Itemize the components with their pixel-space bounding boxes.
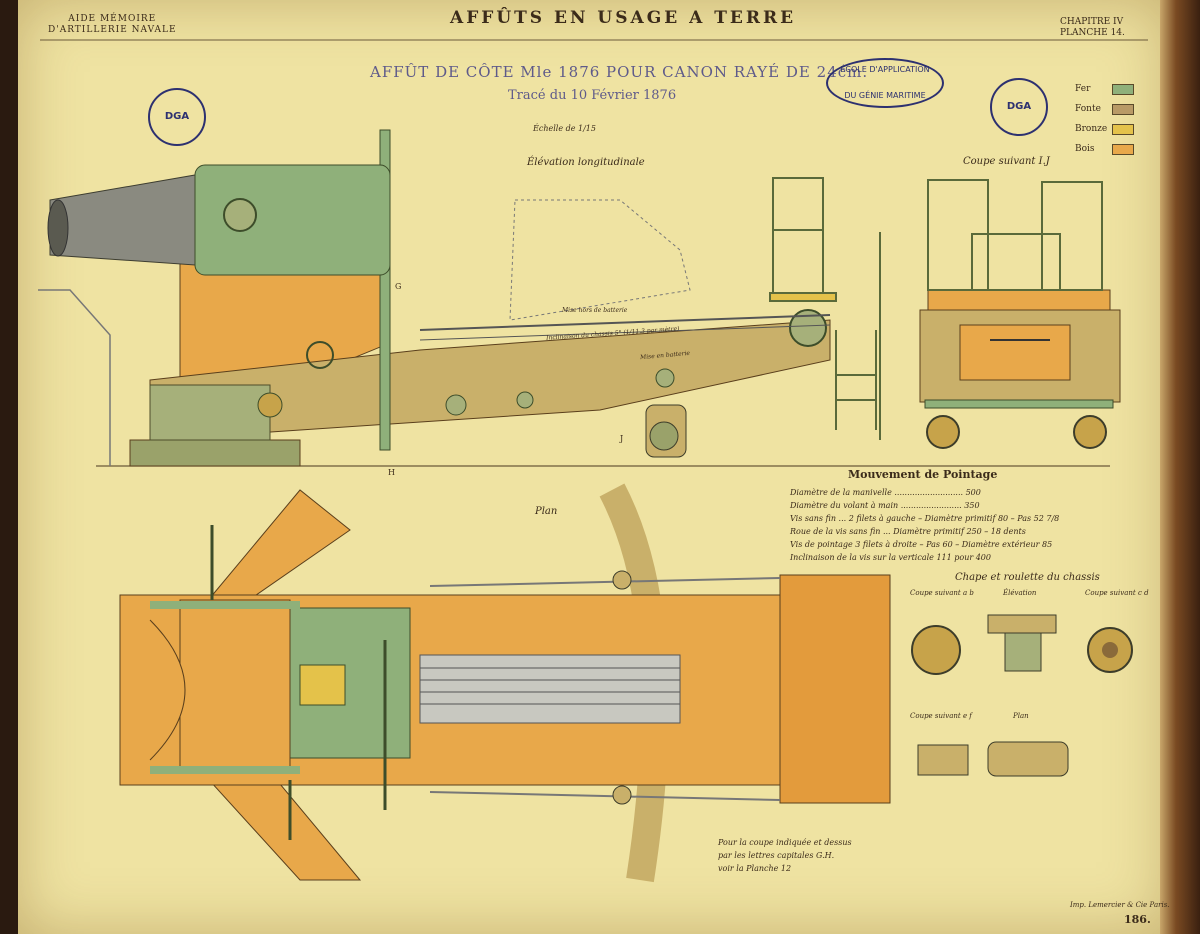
legend-swatch-bronze	[1112, 124, 1134, 135]
label-plan: Plan	[535, 506, 558, 517]
cross-reference-note: Pour la coupe indiquée et dessus par les…	[718, 836, 852, 875]
label-elevation-small: Élévation	[1003, 589, 1037, 597]
page-number: 186.	[1124, 913, 1151, 926]
legend-label-bois: Bois	[1075, 144, 1095, 154]
header-right: CHAPITRE IV PLANCHE 14.	[1060, 17, 1125, 39]
dga-stamp-left: DGA	[148, 88, 206, 146]
plan-view	[119, 483, 891, 883]
ecole-stamp-line1: ÉCOLE D'APPLICATION	[840, 65, 930, 74]
spec-line: Vis sans fin ... 2 filets à gauche – Dia…	[790, 514, 1060, 523]
section-ij-view	[919, 179, 1121, 449]
legend-swatch-fonte	[1112, 104, 1134, 115]
plate-scale: Échelle de 1/15	[533, 124, 596, 133]
dga-stamp-right: DGA	[990, 78, 1048, 136]
mouvement-title: Mouvement de Pointage	[848, 468, 998, 481]
spec-line: Diamètre du volant à main ..............…	[790, 501, 980, 510]
label-section-ef: Coupe suivant e f	[910, 712, 972, 720]
note-line3: voir la Planche 12	[718, 864, 792, 873]
note-line2: par les lettres capitales G.H.	[718, 851, 835, 860]
label-plan-small: Plan	[1013, 712, 1029, 720]
plate-subtitle: Tracé du 10 Février 1876	[508, 88, 677, 103]
header-plate-number: PLANCHE 14.	[1060, 28, 1125, 38]
chassis-details	[911, 614, 1133, 777]
ecole-stamp-line2: DU GÉNIE MARITIME	[844, 91, 926, 100]
parapet-outline	[38, 289, 111, 466]
book-spine	[1160, 0, 1200, 934]
label-section-cd: Coupe suivant c d	[1085, 589, 1149, 597]
header-left-line1: AIDE MÉMOIRE	[68, 14, 157, 24]
recoil-position-outline	[509, 199, 691, 321]
letter-j: J	[620, 434, 624, 443]
gun-barrel	[47, 164, 391, 276]
label-section-ab: Coupe suivant a b	[910, 589, 974, 597]
note-line1: Pour la coupe indiquée et dessus	[718, 838, 852, 847]
ecole-stamp: ÉCOLE D'APPLICATION DU GÉNIE MARITIME	[826, 58, 944, 108]
legend-label-bronze: Bronze	[1075, 124, 1108, 134]
header-left: AIDE MÉMOIRE D'ARTILLERIE NAVALE	[48, 14, 177, 36]
annotation-mise-hors: Mise hors de batterie	[562, 307, 628, 314]
header-chapter: CHAPITRE IV	[1060, 17, 1124, 27]
imprint: Imp. Lemercier & Cie Paris.	[1070, 901, 1170, 909]
spec-line: Diamètre de la manivelle ...............…	[790, 488, 981, 497]
legend-label-fer: Fer	[1075, 84, 1091, 94]
legend-label-fonte: Fonte	[1075, 104, 1101, 114]
label-chassis: Chape et roulette du chassis	[955, 572, 1100, 583]
legend-swatch-fer	[1112, 84, 1134, 95]
spec-line: Inclinaison de la vis sur la verticale 1…	[790, 553, 991, 562]
spec-line: Vis de pointage 3 filets à droite – Pas …	[790, 540, 1053, 549]
letter-g: G	[395, 282, 402, 291]
header-title: AFFÛTS EN USAGE A TERRE	[450, 8, 797, 28]
label-elevation: Élévation longitudinale	[527, 157, 645, 168]
ladder-elevation	[769, 177, 881, 440]
header-left-line2: D'ARTILLERIE NAVALE	[48, 25, 177, 35]
legend-swatch-bois	[1112, 144, 1134, 155]
mouvement-specs: Diamètre de la manivelle ...............…	[790, 486, 1059, 564]
letter-h: H	[388, 468, 395, 477]
spec-line: Roue de la vis sans fin ... Diamètre pri…	[790, 527, 1026, 536]
label-section-ij: Coupe suivant I.J	[963, 156, 1050, 167]
plate-title: AFFÛT DE CÔTE Mle 1876 POUR CANON RAYÉ D…	[370, 63, 869, 81]
